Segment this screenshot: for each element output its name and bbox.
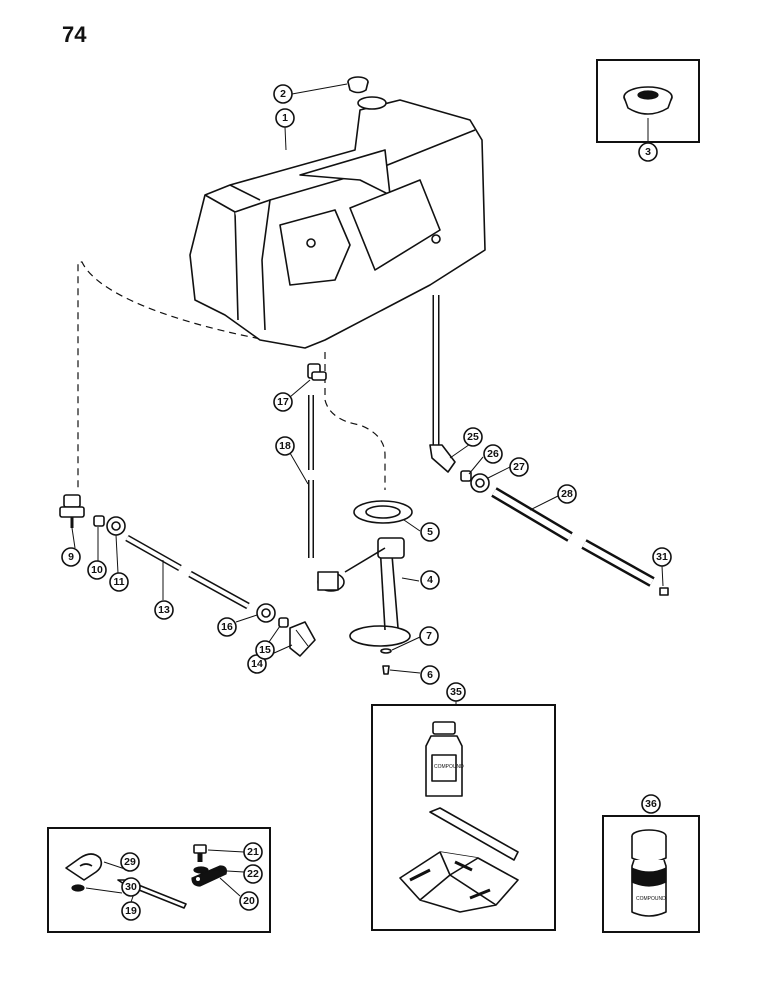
fuel-level-sender: [317, 537, 411, 647]
vented-cap: [623, 86, 673, 124]
callout-28-label: 28: [561, 488, 573, 500]
callout-1: 1: [275, 108, 295, 128]
spatula: [429, 807, 519, 861]
elbow-fitting: [289, 621, 316, 657]
callout-15: 15: [255, 640, 275, 660]
lock-washer: [380, 648, 392, 654]
callout-10: 10: [87, 560, 107, 580]
callout-10-label: 10: [91, 564, 103, 576]
callout-11: 11: [109, 572, 129, 592]
callout-36-label: 36: [645, 798, 657, 810]
callout-4: 4: [420, 570, 440, 590]
callout-2-label: 2: [280, 88, 286, 100]
repair-kit-box: [371, 704, 556, 931]
callout-5: 5: [420, 522, 440, 542]
callout-30: 30: [121, 877, 141, 897]
tank-outlet-elbow: [307, 363, 327, 381]
shutoff-valve: [59, 494, 85, 528]
callout-18: 18: [275, 436, 295, 456]
callout-17-label: 17: [277, 396, 289, 408]
callout-4-label: 4: [427, 574, 433, 586]
compression-nut: [106, 516, 126, 536]
callout-26-label: 26: [487, 448, 499, 460]
hose-clamp: [65, 853, 103, 881]
callout-9: 9: [61, 547, 81, 567]
callout-35: 35: [446, 682, 466, 702]
callout-28: 28: [557, 484, 577, 504]
hose-fitting: [470, 473, 490, 493]
clamp-washer: [71, 884, 85, 892]
clamp-kit-box: [47, 827, 271, 933]
callout-16: 16: [217, 617, 237, 637]
callout-15-label: 15: [259, 644, 271, 656]
adhesive-bottle: COMPOUND: [425, 721, 464, 797]
callout-18-label: 18: [279, 440, 291, 452]
filler-cap: [347, 76, 369, 94]
callout-25: 25: [463, 427, 483, 447]
callout-13-label: 13: [158, 604, 170, 616]
vent-hose: [491, 487, 655, 587]
fuel-line-route-left: [77, 261, 296, 490]
hose-plug: [659, 587, 669, 596]
adapter: [93, 515, 105, 527]
bolt-washer: [193, 866, 209, 874]
callout-16-label: 16: [221, 621, 233, 633]
callout-27-label: 27: [513, 461, 525, 473]
callout-7-label: 7: [426, 630, 432, 642]
callout-2: 2: [273, 84, 293, 104]
callout-6: 6: [420, 665, 440, 685]
callout-36: 36: [641, 794, 661, 814]
screw: [382, 665, 390, 675]
callout-3-label: 3: [645, 146, 651, 158]
fuel-supply-hose: [125, 534, 250, 610]
callout-29: 29: [120, 852, 140, 872]
callout-22-label: 22: [247, 868, 259, 880]
sender-gasket: [353, 500, 413, 524]
callout-19-label: 19: [125, 905, 137, 917]
callout-27: 27: [509, 457, 529, 477]
bolt: [193, 844, 207, 862]
compound-canister: COMPOUND: [631, 829, 667, 917]
callout-22: 22: [243, 864, 263, 884]
callout-31: 31: [652, 547, 672, 567]
callout-21: 21: [243, 842, 263, 862]
callout-6-label: 6: [427, 669, 433, 681]
patch-pouches: [399, 851, 519, 913]
callout-11-label: 11: [113, 576, 124, 588]
svg-text:COMPOUND: COMPOUND: [434, 764, 464, 770]
compound-kit-box: [602, 815, 700, 933]
mounting-clip: [191, 865, 227, 887]
leader-lines: [71, 83, 664, 903]
callout-35-label: 35: [450, 686, 462, 698]
callout-21-label: 21: [247, 846, 259, 858]
callout-20-label: 20: [243, 895, 255, 907]
fuel-line-route-center: [324, 352, 386, 490]
callout-13: 13: [154, 600, 174, 620]
compression-nut-lower: [256, 603, 276, 623]
callout-25-label: 25: [467, 431, 479, 443]
callout-17: 17: [273, 392, 293, 412]
callout-7: 7: [419, 626, 439, 646]
svg-text:COMPOUND: COMPOUND: [636, 896, 666, 902]
callout-9-label: 9: [68, 551, 74, 563]
callout-31-label: 31: [656, 551, 668, 563]
callout-1-label: 1: [282, 112, 288, 124]
adapter-lower: [278, 617, 289, 628]
page-number: 74: [62, 22, 87, 47]
nut: [460, 470, 472, 482]
vent-tube: [429, 295, 456, 473]
fuel-tank: [189, 96, 486, 349]
callout-26: 26: [483, 444, 503, 464]
callout-14-label: 14: [251, 658, 263, 670]
callout-29-label: 29: [124, 856, 136, 868]
callout-19: 19: [121, 901, 141, 921]
callout-5-label: 5: [427, 526, 433, 538]
callout-20: 20: [239, 891, 259, 911]
callout-30-label: 30: [125, 881, 137, 893]
callout-3: 3: [638, 142, 658, 162]
